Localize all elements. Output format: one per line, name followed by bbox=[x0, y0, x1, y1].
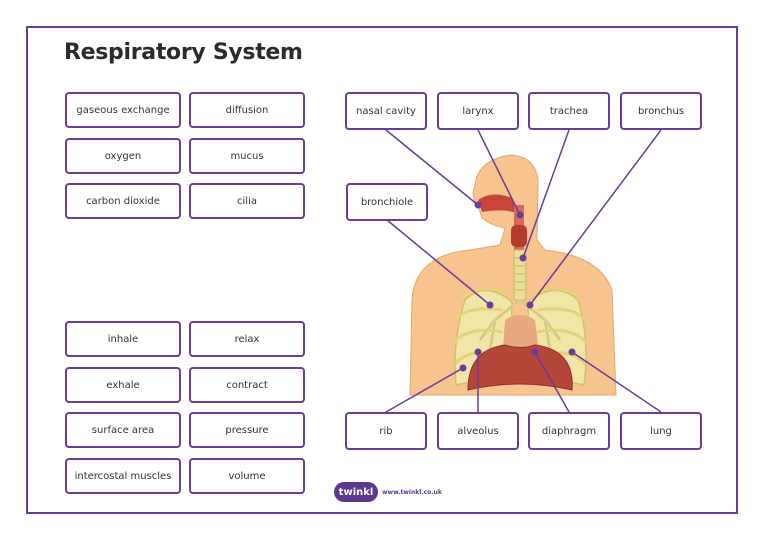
label-text: rib bbox=[379, 425, 393, 437]
dot-alveolus bbox=[474, 348, 482, 356]
word-label: inhale bbox=[107, 333, 139, 345]
label-box-trachea: trachea bbox=[528, 92, 610, 130]
word-box: mucus bbox=[189, 138, 305, 174]
label-text: diaphragm bbox=[541, 425, 597, 437]
word-box: pressure bbox=[189, 412, 305, 448]
word-label: contract bbox=[226, 379, 268, 391]
leader-diaphragm bbox=[534, 351, 570, 413]
leader-trachea bbox=[522, 129, 570, 259]
dot-bronchus bbox=[526, 301, 534, 309]
leader-larynx bbox=[477, 129, 521, 216]
label-box-diaphragm: diaphragm bbox=[528, 412, 610, 450]
word-label: diffusion bbox=[225, 104, 269, 116]
leader-bronchiole bbox=[386, 219, 491, 306]
label-text: bronchus bbox=[637, 105, 685, 117]
dot-bronchiole bbox=[486, 301, 494, 309]
word-box: gaseous exchange bbox=[65, 92, 181, 128]
larynx-shape bbox=[511, 225, 527, 247]
word-box: carbon dioxide bbox=[65, 183, 181, 219]
leader-nasal-cavity bbox=[385, 129, 479, 206]
footer-url: www.twinkl.co.uk bbox=[382, 489, 442, 496]
label-text: larynx bbox=[462, 105, 494, 117]
leader-lines bbox=[385, 129, 662, 413]
label-box-alveolus: alveolus bbox=[437, 412, 519, 450]
nasal-cavity-shape bbox=[478, 194, 520, 214]
word-label: oxygen bbox=[104, 150, 142, 162]
dot-lung bbox=[568, 348, 576, 356]
word-box: contract bbox=[189, 367, 305, 403]
twinkl-logo: twinkl bbox=[334, 482, 378, 502]
leader-dots bbox=[459, 201, 576, 372]
word-label: relax bbox=[234, 333, 260, 345]
word-box: relax bbox=[189, 321, 305, 357]
leader-lung bbox=[571, 351, 662, 413]
page-title: Respiratory System bbox=[64, 40, 303, 65]
word-label: intercostal muscles bbox=[74, 470, 172, 482]
dot-trachea bbox=[519, 254, 527, 262]
word-label: cilia bbox=[237, 195, 257, 207]
label-box-nasal-cavity: nasal cavity bbox=[345, 92, 427, 130]
word-box: volume bbox=[189, 458, 305, 494]
diaphragm-shape bbox=[467, 344, 573, 391]
word-box: oxygen bbox=[65, 138, 181, 174]
label-text: bronchiole bbox=[360, 196, 414, 208]
word-label: mucus bbox=[230, 150, 264, 162]
label-box-rib: rib bbox=[345, 412, 427, 450]
dot-nasal-cavity bbox=[474, 201, 482, 209]
word-label: surface area bbox=[91, 424, 155, 436]
word-box: exhale bbox=[65, 367, 181, 403]
label-text: lung bbox=[650, 425, 672, 437]
word-label: pressure bbox=[225, 424, 269, 436]
word-box: inhale bbox=[65, 321, 181, 357]
word-label: carbon dioxide bbox=[86, 195, 160, 207]
label-text: nasal cavity bbox=[356, 105, 416, 117]
label-text: alveolus bbox=[457, 425, 499, 437]
label-box-lung: lung bbox=[620, 412, 702, 450]
word-label: exhale bbox=[106, 379, 140, 391]
leader-bronchus bbox=[529, 129, 662, 306]
dot-rib bbox=[459, 364, 467, 372]
word-box: surface area bbox=[65, 412, 181, 448]
word-box: diffusion bbox=[189, 92, 305, 128]
word-label: volume bbox=[228, 470, 266, 482]
dot-larynx bbox=[516, 211, 524, 219]
label-box-bronchiole: bronchiole bbox=[346, 183, 428, 221]
word-box: intercostal muscles bbox=[65, 458, 181, 494]
word-box: cilia bbox=[189, 183, 305, 219]
trachea-rings bbox=[514, 257, 526, 291]
label-box-larynx: larynx bbox=[437, 92, 519, 130]
label-text: trachea bbox=[549, 105, 589, 117]
label-box-bronchus: bronchus bbox=[620, 92, 702, 130]
dot-diaphragm bbox=[531, 348, 539, 356]
leader-rib bbox=[385, 367, 464, 413]
word-label: gaseous exchange bbox=[76, 104, 170, 116]
